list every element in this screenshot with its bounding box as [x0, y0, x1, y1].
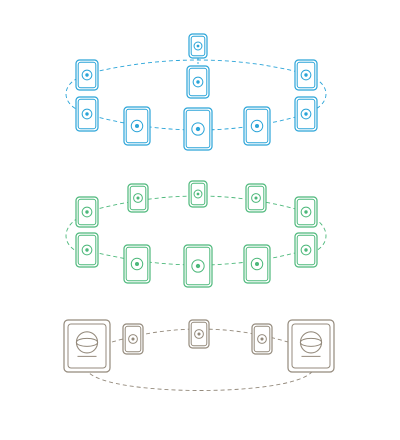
floor-ring — [63, 319, 335, 391]
loudspeaker-icon — [75, 196, 99, 228]
ring-back-arc — [85, 59, 307, 75]
loudspeaker-icon — [188, 319, 210, 349]
loudspeaker-icon — [245, 183, 267, 213]
loudspeaker-icon — [294, 232, 318, 268]
loudspeaker-icon — [122, 323, 144, 355]
middle-ring — [65, 180, 327, 288]
loudspeaker-icon — [123, 244, 151, 284]
loudspeaker-icon — [188, 33, 208, 59]
loudspeaker-icon — [243, 106, 271, 146]
loudspeaker-icon — [75, 232, 99, 268]
subwoofer-icon — [287, 319, 335, 373]
subwoofer-icon — [63, 319, 111, 373]
loudspeaker-icon — [183, 244, 213, 288]
loudspeaker-icon — [75, 96, 99, 132]
ring-left-cap — [65, 77, 79, 111]
loudspeaker-icon — [251, 323, 273, 355]
ring-left-cap — [65, 217, 79, 253]
loudspeaker-icon — [127, 183, 149, 213]
ring-front-arc — [85, 367, 315, 391]
loudspeaker-icon — [294, 96, 318, 132]
loudspeaker-icon — [243, 244, 271, 284]
ring-right-cap — [313, 217, 327, 253]
loudspeaker-icon — [75, 59, 99, 91]
loudspeaker-icon — [123, 106, 151, 146]
loudspeaker-icon — [186, 65, 210, 99]
loudspeaker-icon — [183, 107, 213, 151]
upper-ring — [65, 33, 327, 151]
loudspeaker-icon — [294, 59, 318, 91]
loudspeaker-icon — [294, 196, 318, 228]
loudspeaker-icon — [188, 180, 208, 208]
